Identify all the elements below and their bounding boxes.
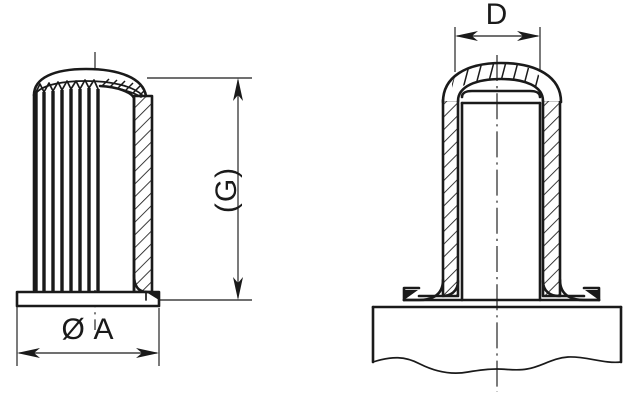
flange-left-view bbox=[15, 290, 161, 308]
dim-d-arrow-right bbox=[517, 31, 540, 41]
cap-top-dome bbox=[32, 67, 148, 98]
dim-g-group: (G) bbox=[147, 77, 252, 301]
skirt-fillet bbox=[132, 273, 149, 294]
inner-wall-hatch bbox=[443, 100, 458, 296]
dim-g-arrow-top bbox=[233, 78, 243, 101]
cap-outer-wall-right bbox=[541, 98, 562, 298]
flange-fill bbox=[17, 292, 159, 306]
dim-d-label: D bbox=[486, 0, 509, 31]
rib-crest-zigzag bbox=[35, 79, 99, 93]
cap-inner-wall-left-right-view bbox=[441, 98, 460, 298]
dim-d-group: D bbox=[454, 0, 541, 72]
dim-a-group: Ø A bbox=[16, 294, 160, 366]
right-view bbox=[371, 55, 623, 392]
skirt-flare-right-inner bbox=[541, 279, 586, 298]
dome-hatch-left bbox=[101, 78, 146, 97]
dim-a-arrow-left bbox=[17, 348, 40, 358]
stud-top-rounded-edge bbox=[460, 89, 542, 99]
section-hatch-area bbox=[134, 96, 152, 292]
dim-g-label: (G) bbox=[210, 167, 243, 213]
skirt-foot-left-fill bbox=[404, 290, 418, 300]
rib-group bbox=[34, 88, 100, 291]
cap-dome-right bbox=[441, 61, 563, 104]
skirt-fillets-right bbox=[402, 278, 601, 302]
dim-g-arrow-bottom bbox=[233, 277, 243, 300]
cap-section-wall-left-view bbox=[98, 78, 154, 294]
skirt-foot-right-fill bbox=[585, 290, 599, 300]
stud-fill bbox=[461, 96, 540, 300]
dim-a-label: Ø A bbox=[61, 313, 114, 346]
outer-wall-hatch bbox=[543, 100, 560, 296]
dim-a-arrow-right bbox=[136, 348, 159, 358]
stud-inside-cap bbox=[460, 89, 542, 302]
flange-section-corner-fill bbox=[146, 292, 159, 300]
dim-d-arrow-left bbox=[455, 31, 478, 41]
skirt-flare-left-inner bbox=[417, 279, 460, 298]
rib-crest-path bbox=[35, 79, 99, 93]
dome-fill bbox=[443, 62, 561, 101]
dome-hatch-lower-bound bbox=[99, 85, 142, 98]
dome-outer-curve bbox=[441, 61, 563, 104]
left-view bbox=[15, 52, 161, 330]
